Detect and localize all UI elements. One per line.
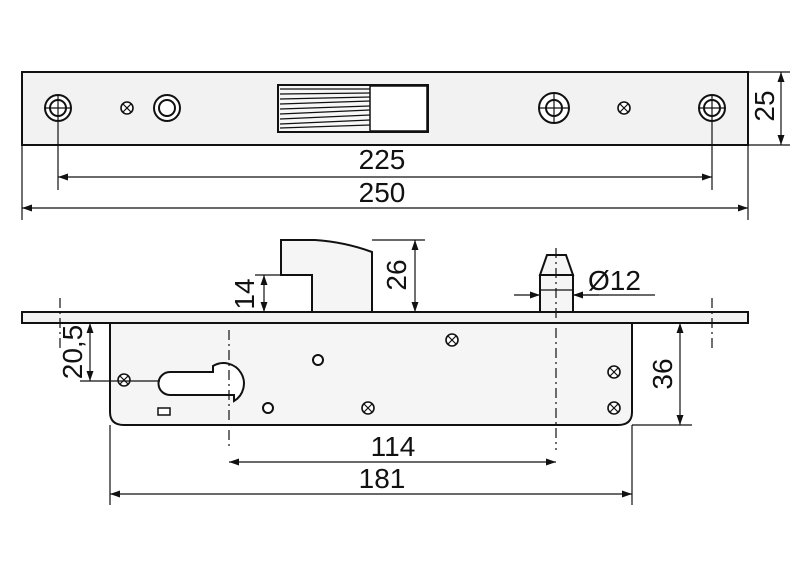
- small-slot: [157, 407, 171, 416]
- bolt-hole-top: [538, 92, 570, 124]
- body-screw-left: [117, 373, 131, 387]
- small-screw-left: [120, 101, 134, 115]
- dim-cylinder-height: 20,5: [57, 325, 88, 380]
- top-view: 225 250 25: [21, 71, 790, 220]
- body-screw-right-top: [607, 365, 621, 379]
- rivet-hole-2: [262, 402, 274, 414]
- small-screw-right: [617, 101, 631, 115]
- mounting-hole-right: [698, 94, 726, 122]
- dim-body-height: 36: [647, 358, 678, 389]
- rivet-hole-1: [312, 354, 324, 366]
- dim-body-length: 181: [359, 463, 406, 494]
- lock-body: [109, 322, 633, 426]
- side-view: 26 14 Ø12 20,5 36 114 181: [21, 239, 749, 505]
- round-hole: [153, 94, 181, 122]
- dim-backset-spacing: 114: [371, 431, 416, 462]
- cylinder-keyhole: [157, 362, 245, 403]
- body-screw-bottom: [361, 401, 375, 415]
- dim-latch-offset: 14: [229, 278, 260, 309]
- body-screw-right-bottom: [607, 401, 621, 415]
- latch-slot: [277, 84, 429, 133]
- dim-hole-spacing: 225: [359, 144, 406, 175]
- dim-latch-height: 26: [381, 259, 412, 290]
- dim-plate-height: 25: [749, 90, 780, 121]
- mounting-hole-left: [44, 94, 72, 122]
- dim-overall-length: 250: [359, 177, 406, 208]
- body-screw-top: [445, 333, 459, 347]
- faceplate-side: [21, 311, 749, 324]
- dim-bolt-diameter: Ø12: [588, 265, 641, 296]
- latch-bolt: [280, 239, 373, 313]
